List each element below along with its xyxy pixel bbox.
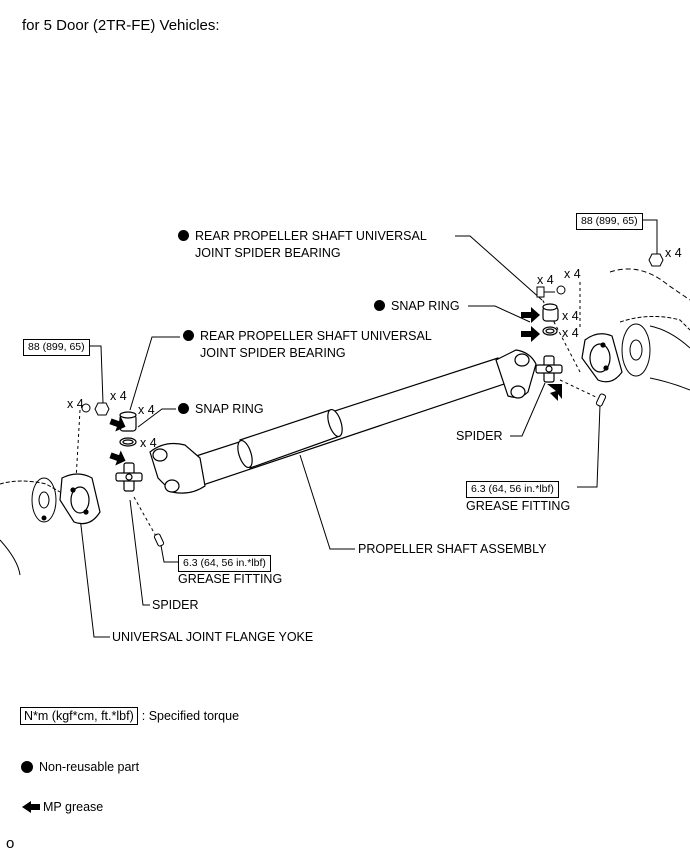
mult-rear-nut: x 4 [665,246,682,260]
shaft-front-yoke [149,442,206,494]
legend-nonreusable-dot [21,761,33,773]
label-rear-bearing-rear: REAR PROPELLER SHAFT UNIVERSAL JOINT SPI… [178,228,427,262]
leader-spider-front [129,499,150,606]
guide-front [75,409,81,481]
label-grease-fitting-rear: GREASE FITTING [466,499,571,513]
nonreusable-dot-icon [183,330,194,341]
label-propeller-shaft: PROPELLER SHAFT ASSEMBLY [358,542,547,556]
mult-front-bearing: x 4 [138,403,155,417]
leader-rear-bearing-rear [455,235,543,301]
rear-flange-yoke [581,333,623,383]
mult-front-snap: x 4 [140,436,157,450]
leader-torque-front [86,345,104,404]
legend-torque-box: N*m (kgf*cm, ft.*lbf) [20,707,138,725]
guide-rear-grease [559,379,599,399]
legend-torque-text: : Specified torque [141,709,240,723]
mult-rear-snap: x 4 [562,326,579,340]
transfer-case [0,477,61,576]
label-rear-bearing-front: REAR PROPELLER SHAFT UNIVERSAL JOINT SPI… [183,328,432,362]
label-grease-fitting-front: GREASE FITTING [178,572,283,586]
nonreusable-dot-icon [178,403,189,414]
snap-ring-front-part [119,437,137,447]
legend-grease-arrow [22,801,40,813]
leader-grease-rear [577,404,601,488]
mult-rear-washer: x 4 [564,267,581,281]
fasteners [81,253,664,416]
leader-snap-ring-rear [468,305,531,323]
label-spider-front: SPIDER [152,598,199,612]
nonreusable-dot-icon [374,300,385,311]
label-snap-ring-front: SNAP RING [178,401,264,418]
grease-arrows [109,307,562,466]
mult-front-washer: x 4 [67,397,84,411]
leader-spider-rear [510,382,546,437]
torque-box-rear: 88 (899, 65) [576,213,643,230]
footer-mark: o [6,835,15,852]
front-flange-yoke [59,473,101,525]
leader-bearing-front [129,336,180,411]
torque-box-grease-front: 6.3 (64, 56 in.*lbf) [178,555,271,572]
torque-box-grease-rear: 6.3 (64, 56 in.*lbf) [466,481,559,498]
leader-grease-front [159,539,178,563]
label-spider-rear: SPIDER [456,429,503,443]
leader-snap-front [137,408,176,428]
shaft-rear-yoke [495,349,537,399]
leader-yoke [77,499,110,638]
rear-differential [609,268,690,391]
grease-fittings [153,393,607,547]
page-title: for 5 Door (2TR-FE) Vehicles: [22,17,220,34]
nonreusable-dot-icon [178,230,189,241]
legend-grease: MP grease [43,800,104,814]
guide-front-grease [133,496,158,539]
torque-box-front: 88 (899, 65) [23,339,90,356]
propeller-shaft-tube [189,357,511,487]
leader-torque-rear [641,219,658,255]
bearing-rear-part [542,303,559,322]
mult-rear-bolt: x 4 [537,273,554,287]
spider-rear-part [535,355,563,383]
mult-rear-bearing: x 4 [562,309,579,323]
spider-front-part [115,462,143,492]
leader-shaft [299,454,355,550]
label-snap-ring-rear: SNAP RING [374,298,460,315]
label-flange-yoke: UNIVERSAL JOINT FLANGE YOKE [112,630,314,644]
mult-front-nut: x 4 [110,389,127,403]
legend-nonreusable: Non-reusable part [39,760,140,774]
snap-ring-rear-part [542,326,558,336]
legend-torque: N*m (kgf*cm, ft.*lbf): Specified torque [20,707,240,725]
